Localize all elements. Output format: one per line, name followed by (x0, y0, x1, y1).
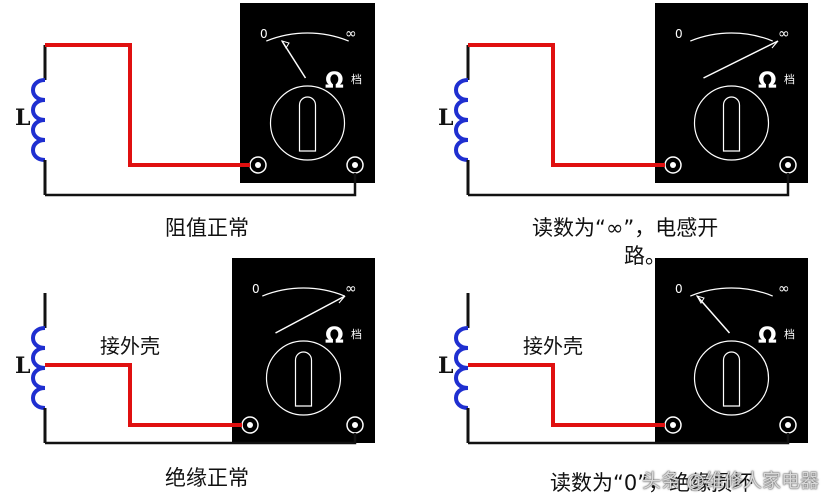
knob-pointer (298, 96, 317, 152)
red-test-lead (45, 43, 250, 167)
range-selector-knob (265, 340, 342, 416)
terminal-left-pin (247, 422, 253, 428)
meter-scale-arc (690, 287, 773, 297)
range-selector-knob (269, 85, 346, 161)
caption-p2: 读数为“∞”，电感开 (532, 216, 719, 240)
caption-p3: 绝缘正常 (165, 466, 249, 490)
range-label: 档 (784, 327, 795, 341)
scale-zero-label: 0 (252, 282, 260, 296)
meter-needle (696, 295, 731, 334)
inductor-label: L (438, 105, 453, 131)
range-label: 档 (351, 327, 362, 341)
scale-infinity-label: ∞ (778, 281, 790, 297)
case-connection-label: 接外壳 (100, 334, 160, 358)
case-connection-label: 接外壳 (523, 334, 583, 358)
black-test-lead (468, 173, 790, 197)
inductor-coil (454, 78, 469, 162)
red-test-lead (468, 43, 665, 167)
terminal-left-pin (255, 162, 261, 168)
terminal-left-pin (670, 422, 676, 428)
ohm-symbol: Ω (325, 324, 344, 349)
meter-scale-arc (262, 287, 345, 297)
scale-infinity-label: ∞ (778, 26, 790, 42)
inductor-label: L (438, 353, 453, 379)
caption-p2-line2: 路。 (624, 244, 666, 268)
knob-pointer (722, 96, 741, 152)
scale-infinity-label: ∞ (345, 281, 357, 297)
meter-scale-arc (690, 32, 773, 42)
terminal-right-pin (352, 422, 358, 428)
meter-body (655, 258, 808, 443)
knob-pointer (294, 351, 313, 407)
scale-zero-label: 0 (675, 27, 683, 41)
inductor-label: L (15, 353, 30, 379)
black-test-lead (45, 433, 357, 445)
inductor-coil (454, 326, 469, 410)
needle-arrowhead (771, 40, 779, 49)
red-test-lead (45, 363, 242, 427)
terminal-left-pin (670, 162, 676, 168)
meter-needle (275, 295, 346, 334)
meter-needle (703, 40, 779, 79)
needle-arrowhead (280, 40, 290, 49)
range-selector-knob (693, 340, 770, 416)
watermark: 头条 @维修人家电器 (642, 470, 820, 492)
meter-body (232, 258, 375, 443)
range-label: 档 (351, 72, 362, 86)
knob-pointer (722, 351, 741, 407)
range-label: 档 (784, 72, 795, 86)
inductor-coil (31, 78, 46, 162)
caption-p4: 读数为“0”，绝缘损坏 (550, 471, 754, 495)
needle-arrowhead (338, 295, 346, 304)
range-selector-knob (693, 85, 770, 161)
ohm-symbol: Ω (758, 324, 777, 349)
scale-zero-label: 0 (260, 27, 268, 41)
inductor-coil (31, 326, 46, 410)
inductor-label: L (15, 105, 30, 131)
terminal-right-pin (352, 162, 358, 168)
scale-zero-label: 0 (675, 282, 683, 296)
caption-p1: 阻值正常 (165, 216, 249, 240)
ohm-symbol: Ω (325, 69, 344, 94)
terminal-right-pin (785, 162, 791, 168)
ohm-symbol: Ω (758, 69, 777, 94)
needle-arrowhead (695, 295, 705, 304)
red-test-lead (468, 363, 665, 427)
black-test-lead (45, 173, 357, 197)
black-test-lead (468, 433, 790, 445)
meter-scale-arc (266, 32, 349, 42)
terminal-right-pin (785, 422, 791, 428)
scale-infinity-label: ∞ (345, 26, 357, 42)
